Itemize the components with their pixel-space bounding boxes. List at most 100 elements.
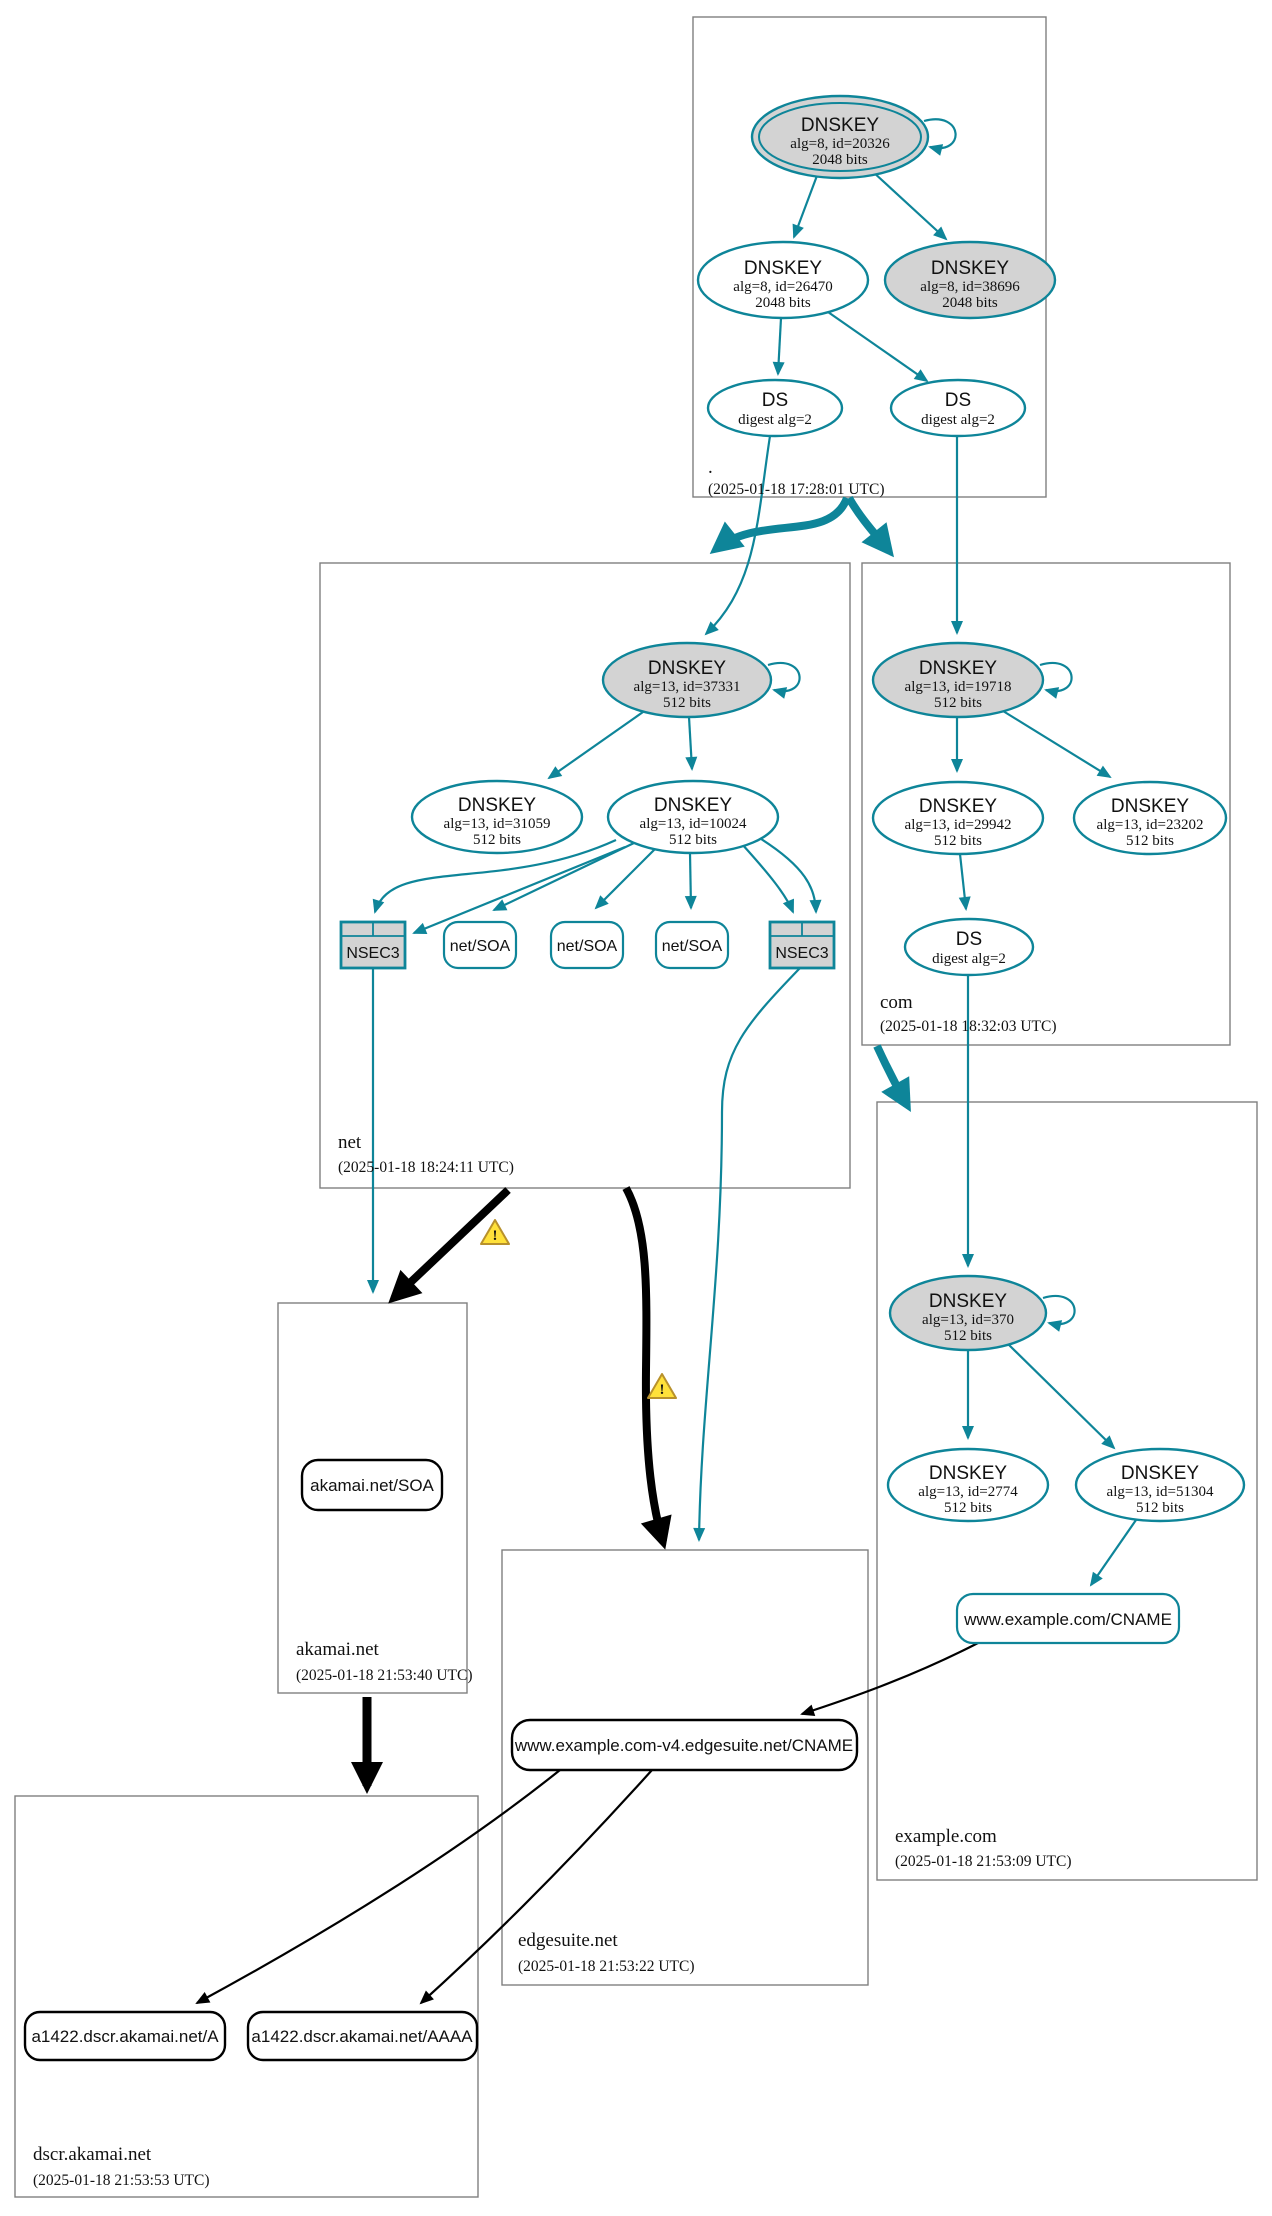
node-com-dnskey-23202[interactable]: DNSKEY alg=13, id=23202 512 bits [1072, 780, 1228, 856]
dnskey-title: DNSKEY [1111, 796, 1189, 817]
node-net-dnskey-31059[interactable]: DNSKEY alg=13, id=31059 512 bits [410, 779, 584, 855]
edge-com-zsk1-to-ds [958, 853, 971, 911]
cname-label: www.example.com-v4.edgesuite.net/CNAME [514, 1736, 853, 1755]
soa-label: net/SOA [450, 938, 511, 955]
edge-nsec3-right-to-edgesuite [693, 967, 801, 1542]
edge-com-to-example-zone [873, 1044, 911, 1112]
edge-net-zsk2-to-soa2 [594, 847, 657, 910]
zone-timestamp-akamai-net: (2025-01-18 21:53:40 UTC) [296, 1667, 473, 1684]
edge-example-ksk-to-zsk2 [1007, 1343, 1116, 1450]
dnskey-alg: alg=13, id=19718 [905, 679, 1012, 695]
edge-www-cname-to-v4-cname [800, 1642, 979, 1716]
edge-v4-cname-to-a1422-aaaa [419, 1769, 653, 2005]
dnskey-title: DNSKEY [929, 1291, 1007, 1312]
dnskey-alg: alg=13, id=31059 [444, 816, 551, 832]
node-com-dnskey-29942[interactable]: DNSKEY alg=13, id=29942 512 bits [871, 780, 1045, 856]
node-example-dnskey-2774[interactable]: DNSKEY alg=13, id=2774 512 bits [886, 1447, 1050, 1523]
dnskey-alg: alg=13, id=37331 [634, 679, 741, 695]
zone-label-net: net [338, 1132, 362, 1153]
node-a1422-aaaa[interactable]: a1422.dscr.akamai.net/AAAA [246, 2010, 479, 2062]
dnskey-alg: alg=13, id=51304 [1107, 1484, 1214, 1500]
zone-timestamp-edgesuite-net: (2025-01-18 21:53:22 UTC) [518, 1958, 695, 1975]
edge-net-ksk-to-zsk1 [547, 711, 644, 780]
node-net-soa-3[interactable]: net/SOA [654, 920, 730, 970]
zone-timestamp-dscr-akamai-net: (2025-01-18 21:53:53 UTC) [33, 2172, 210, 2189]
warning-triangle [480, 1219, 510, 1245]
dnskey-alg: alg=8, id=26470 [733, 279, 832, 295]
dnskey-alg: alg=8, id=20326 [790, 136, 890, 152]
zone-timestamp-com: (2025-01-18 18:32:03 UTC) [880, 1018, 1057, 1035]
dnskey-title: DNSKEY [1121, 1463, 1199, 1484]
dnskey-alg: alg=13, id=29942 [905, 817, 1012, 833]
node-root-dnskey-26470[interactable]: DNSKEY alg=8, id=26470 2048 bits [696, 240, 870, 320]
dnskey-bits: 512 bits [944, 1328, 992, 1344]
edge-com-ksk-selfloop [1039, 662, 1073, 699]
ds-title: DS [762, 390, 788, 411]
ds-title: DS [945, 390, 971, 411]
soa-label: net/SOA [557, 938, 618, 955]
dnskey-title: DNSKEY [458, 795, 536, 816]
warning-exclamation: ! [660, 1382, 665, 1398]
edge-net-zsk2-to-nsec3-left-a [372, 838, 617, 914]
warning-triangle [647, 1373, 677, 1399]
edge-root-ksk-selfloop [923, 118, 957, 156]
dnskey-alg: alg=13, id=2774 [918, 1484, 1018, 1500]
dnskey-alg: alg=13, id=370 [922, 1312, 1014, 1328]
edge-root-to-com-zone [845, 495, 894, 558]
dnskey-alg: alg=13, id=10024 [640, 816, 747, 832]
node-net-dnskey-37331[interactable]: DNSKEY alg=13, id=37331 512 bits [601, 641, 773, 719]
node-www-example-com-cname[interactable]: www.example.com/CNAME [955, 1592, 1181, 1645]
zone-label-com: com [880, 992, 913, 1013]
node-root-ds-net[interactable]: DS digest alg=2 [706, 378, 844, 438]
edge-root-ksk-to-zsk [792, 172, 820, 239]
node-com-dnskey-19718[interactable]: DNSKEY alg=13, id=19718 512 bits [871, 641, 1045, 719]
dnskey-title: DNSKEY [801, 115, 879, 136]
a-record-label: a1422.dscr.akamai.net/A [31, 2027, 219, 2046]
dnskey-alg: alg=13, id=23202 [1097, 817, 1204, 833]
ds-digest: digest alg=2 [932, 951, 1006, 967]
edge-example-ksk-selfloop [1042, 1295, 1076, 1332]
warning-exclamation: ! [493, 1228, 498, 1244]
warning-icon[interactable]: ! [480, 1219, 510, 1245]
nsec3-label: NSEC3 [775, 945, 828, 962]
node-root-dnskey-20326[interactable]: DNSKEY alg=8, id=20326 2048 bits [750, 94, 930, 180]
edge-net-to-edgesuite-zone [622, 1186, 672, 1550]
zone-box-dscr-akamai-net [14, 1795, 479, 2198]
dnskey-title: DNSKEY [919, 796, 997, 817]
zone-label-dscr-akamai-net: dscr.akamai.net [33, 2144, 152, 2165]
edge-root-zsk-to-ds-com [827, 311, 929, 383]
zone-label-edgesuite-net: edgesuite.net [518, 1930, 618, 1951]
node-com-ds-example[interactable]: DS digest alg=2 [903, 917, 1035, 977]
cname-label: www.example.com/CNAME [963, 1610, 1172, 1629]
node-example-dnskey-370[interactable]: DNSKEY alg=13, id=370 512 bits [888, 1274, 1048, 1352]
zone-label-example-com: example.com [895, 1826, 997, 1847]
zone-timestamp-example-com: (2025-01-18 21:53:09 UTC) [895, 1853, 1072, 1870]
node-net-soa-1[interactable]: net/SOA [442, 920, 518, 970]
node-net-nsec3-left[interactable]: NSEC3 [339, 920, 407, 970]
node-v4-edgesuite-cname[interactable]: www.example.com-v4.edgesuite.net/CNAME [510, 1718, 859, 1772]
edge-root-ksk-to-ksk2 [871, 170, 948, 241]
edge-net-zsk2-to-nsec3-right-b [757, 836, 822, 914]
node-root-ds-com[interactable]: DS digest alg=2 [889, 378, 1027, 438]
node-akamai-net-soa[interactable]: akamai.net/SOA [300, 1458, 444, 1512]
node-root-dnskey-38696[interactable]: DNSKEY alg=8, id=38696 2048 bits [883, 240, 1057, 320]
dnskey-bits: 512 bits [663, 695, 711, 711]
node-example-dnskey-51304[interactable]: DNSKEY alg=13, id=51304 512 bits [1074, 1447, 1246, 1523]
warning-icon[interactable]: ! [647, 1373, 677, 1399]
node-net-nsec3-right[interactable]: NSEC3 [768, 920, 836, 970]
edge-com-ksk-to-zsk2 [1002, 710, 1112, 779]
dnskey-bits: 512 bits [669, 832, 717, 848]
dnskey-bits: 2048 bits [812, 152, 868, 168]
dnskey-title: DNSKEY [929, 1463, 1007, 1484]
node-a1422-a[interactable]: a1422.dscr.akamai.net/A [23, 2010, 227, 2062]
edge-example-zsk2-to-cname [1089, 1519, 1137, 1587]
dnskey-title: DNSKEY [931, 258, 1009, 279]
node-net-soa-2[interactable]: net/SOA [549, 920, 625, 970]
node-net-dnskey-10024[interactable]: DNSKEY alg=13, id=10024 512 bits [606, 779, 780, 855]
dnskey-bits: 2048 bits [755, 295, 811, 311]
dnskey-bits: 512 bits [934, 833, 982, 849]
ds-title: DS [956, 929, 982, 950]
dnskey-title: DNSKEY [648, 658, 726, 679]
